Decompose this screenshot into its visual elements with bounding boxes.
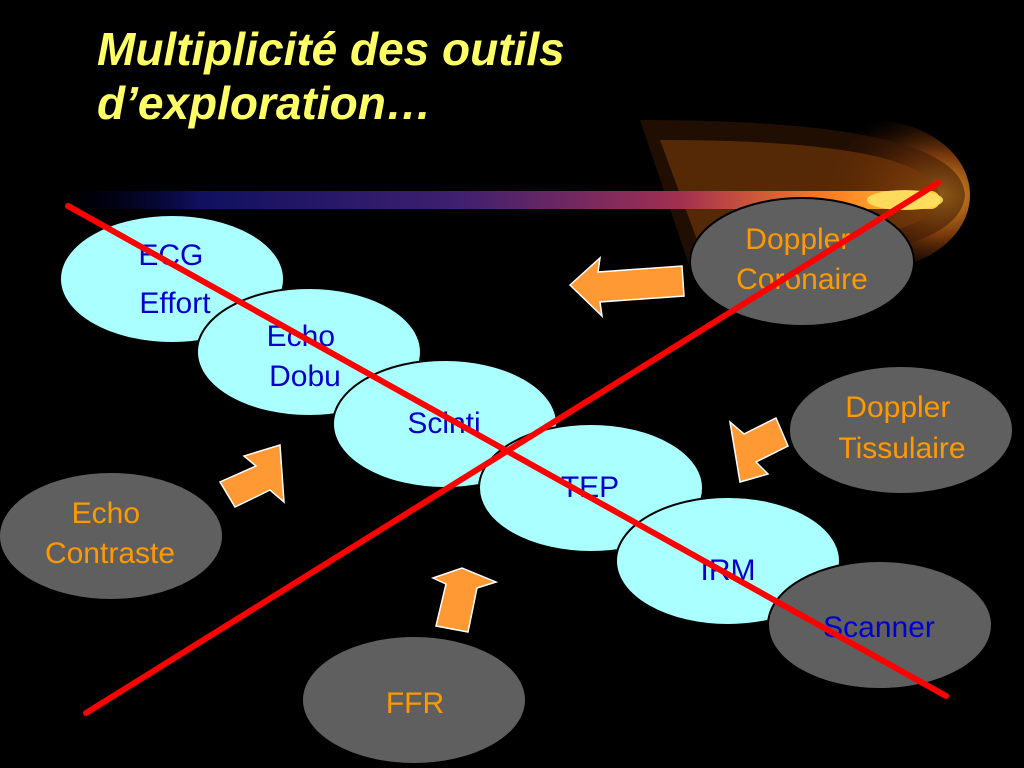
doppler-tissulaire-line-2: Tissulaire [838,432,965,465]
svg-text:Echo Dobu: Echo Dobu [267,320,344,393]
page-title: Multiplicité des outils d’exploration… [97,22,737,130]
echo-contraste-line-2: Contraste [45,537,175,570]
doppler-tissulaire-line-1: Doppler [845,391,950,424]
oval-echo-contraste: Echo Contraste [0,471,224,601]
scinti-label: Scinti [407,407,480,440]
echo-contraste-line-1: Echo [72,497,140,530]
svg-text:Doppler Tissulaire: Doppler Tissulaire [838,391,965,465]
echo-dobu-line-2: Dobu [269,360,341,393]
arrows [218,256,789,633]
cross-line-ascending [83,180,941,716]
doppler-coronaire-line-1: Doppler [745,223,850,256]
svg-text:ECG Effort: ECG Effort [138,239,211,320]
title-line-1: Multiplicité des outils [97,23,565,75]
svg-text:Echo Contraste: Echo Contraste [45,497,175,570]
svg-text:Doppler Coronaire: Doppler Coronaire [736,223,868,296]
arrow-from-ffr [430,567,499,633]
oval-doppler-tissulaire: Doppler Tissulaire [788,365,1014,495]
arrow-from-echo-contraste [218,444,285,508]
ffr-label: FFR [386,687,444,720]
title-line-2: d’exploration… [97,77,432,129]
red-cross [65,180,949,716]
svg-text:Scinti: Scinti [407,407,480,440]
ecg-effort-line-1: ECG [138,239,203,272]
oval-scanner: Scanner [767,560,993,690]
oval-ffr: FFR [301,635,527,765]
arrow-from-doppler-coronaire [568,256,685,319]
arrow-from-doppler-tissulaire [728,416,789,483]
ecg-effort-line-2: Effort [139,287,211,320]
svg-text:FFR: FFR [386,687,444,720]
